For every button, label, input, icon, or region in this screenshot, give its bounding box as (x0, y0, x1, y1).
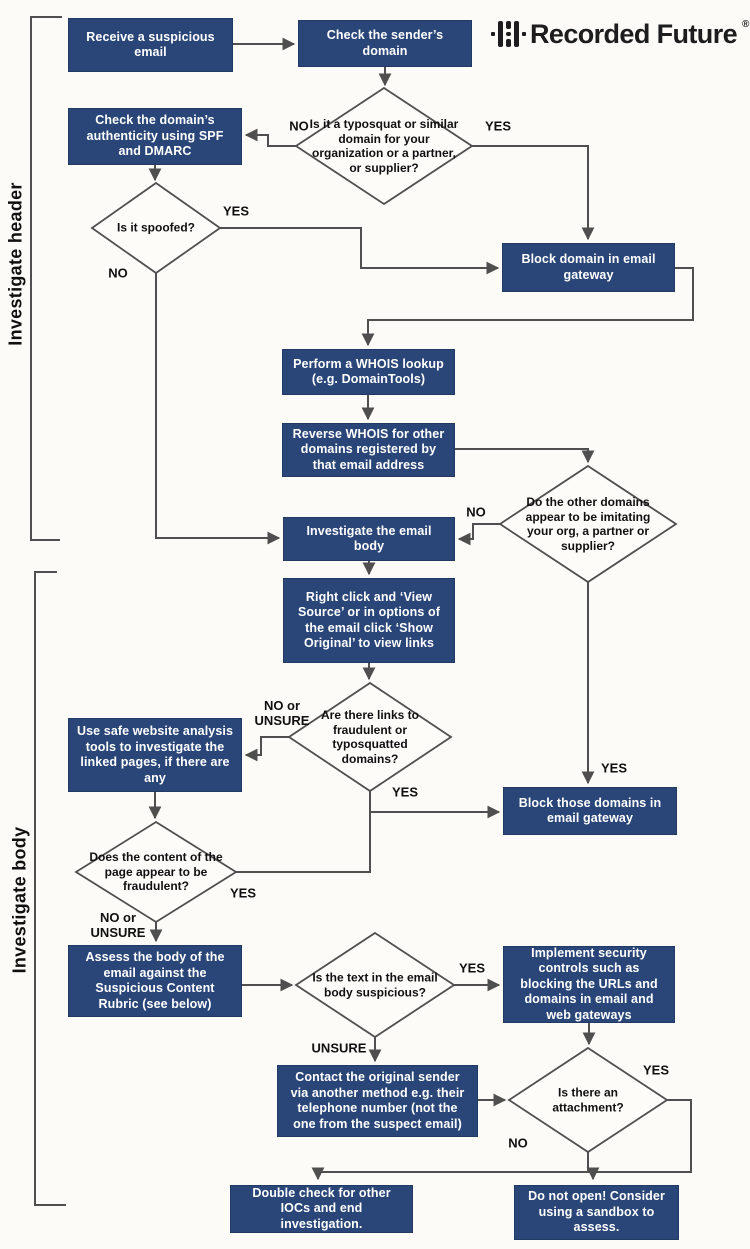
edge-typosquat-no-to-spf (244, 128, 296, 147)
edge-label-content-yes: YES (229, 885, 257, 901)
edge-spoofed-no-to-investigate-body (155, 273, 281, 545)
edge-attachment-yes-run (588, 1099, 692, 1173)
edge-reverse-whois-to-imitating (455, 448, 595, 464)
node-view-source: Right click and ‘View Source’ or in opti… (283, 578, 455, 663)
node-reverse-whois: Reverse WHOIS for other domains register… (282, 423, 455, 477)
edge-label-suspicious-unsure: UNSURE (311, 1040, 367, 1056)
node-receive-suspicious-email: Receive a suspicious email (68, 18, 233, 72)
bracket-investigate-body (34, 571, 66, 1206)
edge-attachment-no-to-double-check (311, 1152, 589, 1181)
edge-spoofed-yes-to-block-domain (220, 227, 500, 275)
edge-typosquat-yes-to-block-domain (472, 145, 595, 241)
decision-links-label: Are there links to fraudulent or typosqu… (320, 707, 420, 766)
decision-spoofed-label: Is it spoofed? (117, 220, 195, 235)
edge-label-links-yes: YES (391, 784, 419, 800)
section-label-investigate-header: Investigate header (5, 182, 26, 346)
recorded-future-logo: Recorded Future ® (491, 18, 749, 50)
node-double-check-iocs: Double check for other IOCs and end inve… (230, 1185, 413, 1233)
decision-attachment-label: Is there an attachment? (552, 1085, 624, 1114)
bracket-investigate-header (30, 16, 62, 541)
edge-content-yes-merge (236, 812, 371, 873)
decision-suspicious-shape (294, 931, 456, 1039)
edge-label-content-no-unsure: NO or UNSURE (90, 910, 146, 940)
edge-label-attachment-no: NO (508, 1135, 528, 1151)
node-safe-website-tools: Use safe website analysis tools to inves… (68, 718, 242, 792)
node-do-not-open: Do not open! Consider using a sandbox to… (514, 1185, 679, 1240)
section-label-investigate-body: Investigate body (9, 826, 30, 974)
node-contact-sender: Contact the original sender via another … (277, 1065, 478, 1137)
node-block-domain-gateway: Block domain in email gateway (502, 243, 675, 292)
node-whois-lookup: Perform a WHOIS lookup (e.g. DomainTools… (282, 349, 455, 395)
edge-imitating-no-to-investigate-body (457, 523, 500, 546)
edge-label-attachment-yes: YES (642, 1062, 670, 1078)
decision-attachment-shape (507, 1046, 669, 1154)
decision-suspicious-label: Is the text in the email body suspicious… (312, 970, 438, 999)
decision-content-label: Does the content of the page appear to b… (89, 850, 223, 894)
node-check-spf-dmarc: Check the domain’s authenticity using SP… (68, 108, 242, 165)
decision-typosquat-shape (294, 86, 474, 206)
decision-imitating-label: Do the other domains appear to be imitat… (525, 494, 651, 553)
edge-label-typosquat-no: NO (289, 118, 309, 134)
decision-imitating-shape (498, 464, 678, 584)
edge-block-domain-to-whois (361, 267, 694, 347)
decision-links-shape (287, 681, 453, 793)
edge-links-no-to-safe-tools (244, 736, 289, 762)
edge-links-yes-to-block-those (369, 791, 501, 819)
edge-label-typosquat-yes: YES (484, 118, 512, 134)
node-block-those-domains: Block those domains in email gateway (503, 787, 677, 835)
node-check-sender-domain: Check the sender’s domain (298, 20, 472, 67)
edge-label-imitating-yes: YES (600, 760, 628, 776)
edge-label-suspicious-yes: YES (458, 960, 486, 976)
brand-name: Recorded Future (530, 18, 738, 49)
decision-typosquat-label: Is it a typosquat or similar domain for … (309, 116, 459, 175)
edge-label-spoofed-yes: YES (222, 203, 250, 219)
recorded-future-pulse-icon (491, 20, 526, 48)
edge-label-spoofed-no: NO (108, 265, 128, 281)
node-assess-rubric: Assess the body of the email against the… (68, 945, 242, 1017)
node-investigate-email-body: Investigate the email body (283, 517, 455, 561)
edge-label-links-no-unsure: NO or UNSURE (254, 698, 310, 728)
registered-mark: ® (742, 19, 750, 30)
edge-label-imitating-no: NO (466, 504, 486, 520)
decision-content-shape (74, 820, 238, 924)
node-implement-controls: Implement security controls such as bloc… (503, 946, 675, 1023)
decision-spoofed-shape (90, 181, 222, 275)
